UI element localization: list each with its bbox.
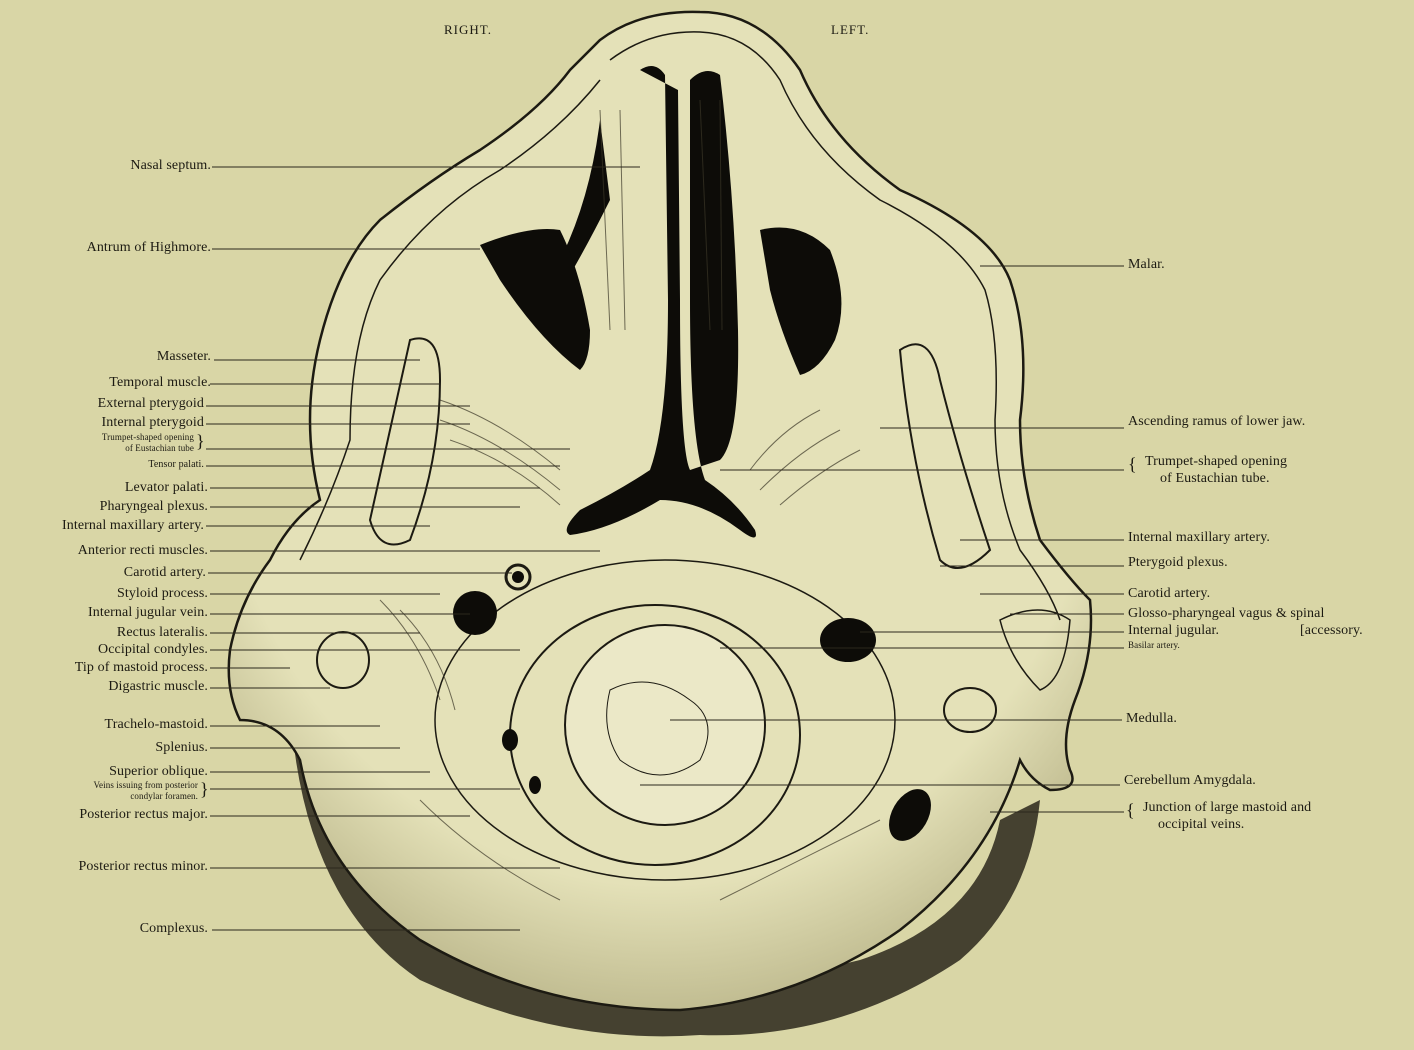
label-temporal-muscle: Temporal muscle. <box>109 376 211 390</box>
label-trumpet-opening-left-1: Trumpet-shaped opening <box>102 433 194 442</box>
label-internal-jugular-right: Internal jugular. <box>1128 624 1219 638</box>
label-posterior-rectus-major: Posterior rectus major. <box>79 808 208 822</box>
label-cerebellum-amygdala: Cerebellum Amygdala. <box>1124 774 1256 788</box>
brace-trumpet-right: { <box>1128 455 1137 473</box>
label-internal-jugular-vein: Internal jugular vein. <box>88 606 208 620</box>
label-pharyngeal-plexus: Pharyngeal plexus. <box>100 500 208 514</box>
label-splenius: Splenius. <box>155 741 208 755</box>
label-nasal-septum: Nasal septum. <box>130 159 211 173</box>
label-trumpet-opening-right-1: Trumpet-shaped opening <box>1145 455 1287 469</box>
orientation-right: RIGHT. <box>444 22 492 38</box>
label-superior-oblique: Superior oblique. <box>109 765 208 779</box>
label-malar: Malar. <box>1128 258 1165 272</box>
label-external-pterygoid: External pterygoid <box>98 397 204 411</box>
brace-junction: { <box>1126 801 1135 819</box>
label-trumpet-opening-right-2: of Eustachian tube. <box>1160 472 1270 486</box>
brace-trumpet-left: } <box>196 432 205 450</box>
label-internal-maxillary-artery-right: Internal maxillary artery. <box>1128 531 1270 545</box>
label-carotid-artery: Carotid artery. <box>124 566 206 580</box>
label-glosso-pharyngeal: Glosso-pharyngeal vagus & spinal <box>1128 607 1324 621</box>
internal-jugular-left <box>453 591 497 635</box>
label-internal-maxillary-artery: Internal maxillary artery. <box>62 519 204 533</box>
brace-veins: } <box>200 780 209 798</box>
label-occipital-condyles: Occipital condyles. <box>98 643 208 657</box>
medulla-outline <box>565 625 765 825</box>
head-outline <box>229 12 1091 1010</box>
label-styloid-process: Styloid process. <box>117 587 208 601</box>
label-rectus-lateralis: Rectus lateralis. <box>117 626 208 640</box>
label-levator-palati: Levator palati. <box>125 481 208 495</box>
label-carotid-artery-right: Carotid artery. <box>1128 587 1210 601</box>
label-veins-2: condylar foramen. <box>130 792 198 801</box>
label-trachelo-mastoid: Trachelo-mastoid. <box>105 718 208 732</box>
label-posterior-rectus-minor: Posterior rectus minor. <box>79 860 208 874</box>
internal-jugular-right <box>820 618 876 662</box>
orientation-left: LEFT. <box>831 22 869 38</box>
label-basilar-artery: Basilar artery. <box>1128 641 1180 650</box>
label-antrum-of-highmore: Antrum of Highmore. <box>87 241 211 255</box>
label-tensor-palati: Tensor palati. <box>148 460 204 470</box>
label-junction-2: occipital veins. <box>1158 818 1244 832</box>
label-medulla: Medulla. <box>1126 712 1177 726</box>
label-ascending-ramus: Ascending ramus of lower jaw. <box>1128 415 1305 429</box>
label-trumpet-opening-left-2: of Eustachian tube <box>125 444 194 453</box>
label-masseter: Masseter. <box>157 350 211 364</box>
label-junction-1: Junction of large mastoid and <box>1143 801 1311 815</box>
label-veins-1: Veins issuing from posterior <box>93 781 198 790</box>
label-anterior-recti-muscles: Anterior recti muscles. <box>78 544 208 558</box>
label-complexus: Complexus. <box>140 922 208 936</box>
label-accessory: [accessory. <box>1300 624 1363 638</box>
label-internal-pterygoid: Internal pterygoid <box>102 416 205 430</box>
label-digastric-muscle: Digastric muscle. <box>108 680 208 694</box>
label-tip-of-mastoid: Tip of mastoid process. <box>75 661 208 675</box>
label-pterygoid-plexus: Pterygoid plexus. <box>1128 556 1228 570</box>
